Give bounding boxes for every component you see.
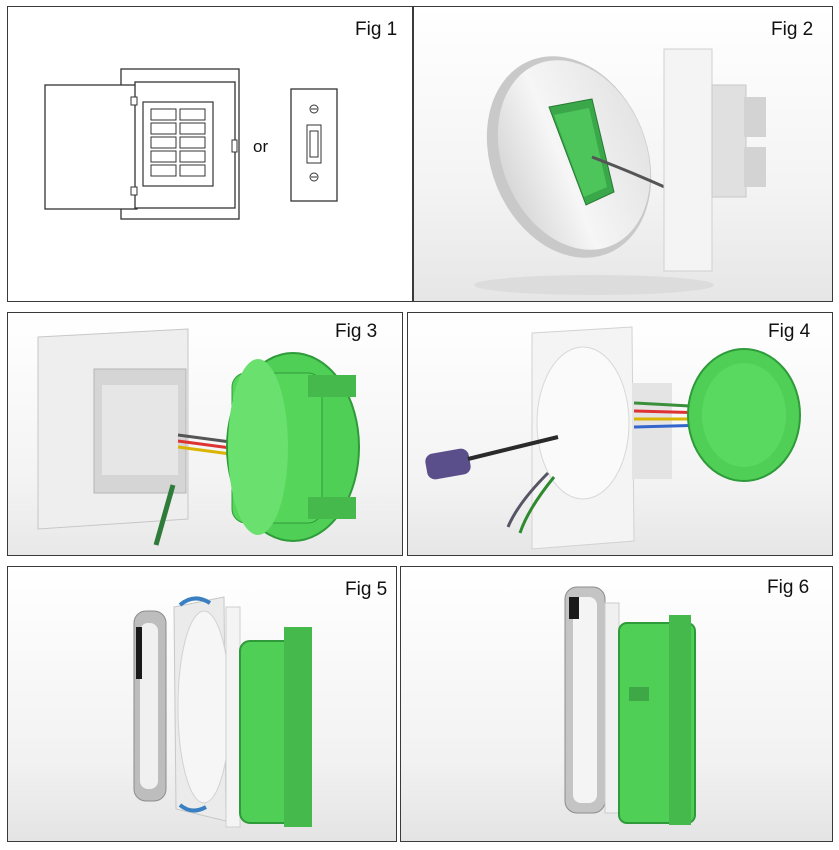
figure-5-panel: Fig 5 <box>7 566 397 842</box>
figure-1-panel: Fig 1 or <box>7 6 413 302</box>
face-rotation-attach-illustration <box>133 596 312 828</box>
figure-3-label: Fig 3 <box>335 321 378 342</box>
assembled-thermostat-illustration <box>564 586 696 825</box>
figure-2-label: Fig 2 <box>771 19 814 40</box>
figure-4-panel: Fig 4 <box>407 312 833 556</box>
thermostat-face-separated-illustration <box>474 48 766 295</box>
mounting-plate-screw-illustration <box>425 326 801 550</box>
wiring-to-junction-box-illustration <box>37 328 360 546</box>
figure-2-panel: Fig 2 <box>413 6 833 302</box>
fuse-box-and-switch-diagram <box>44 68 338 220</box>
figure-4-label: Fig 4 <box>768 321 811 342</box>
figure-1-label: Fig 1 <box>355 19 398 40</box>
figure-6-panel: Fig 6 <box>400 566 833 842</box>
figure-5-label: Fig 5 <box>345 579 388 600</box>
figure-6-label: Fig 6 <box>767 577 810 598</box>
figure-3-panel: Fig 3 <box>7 312 403 556</box>
or-label: or <box>253 137 269 156</box>
